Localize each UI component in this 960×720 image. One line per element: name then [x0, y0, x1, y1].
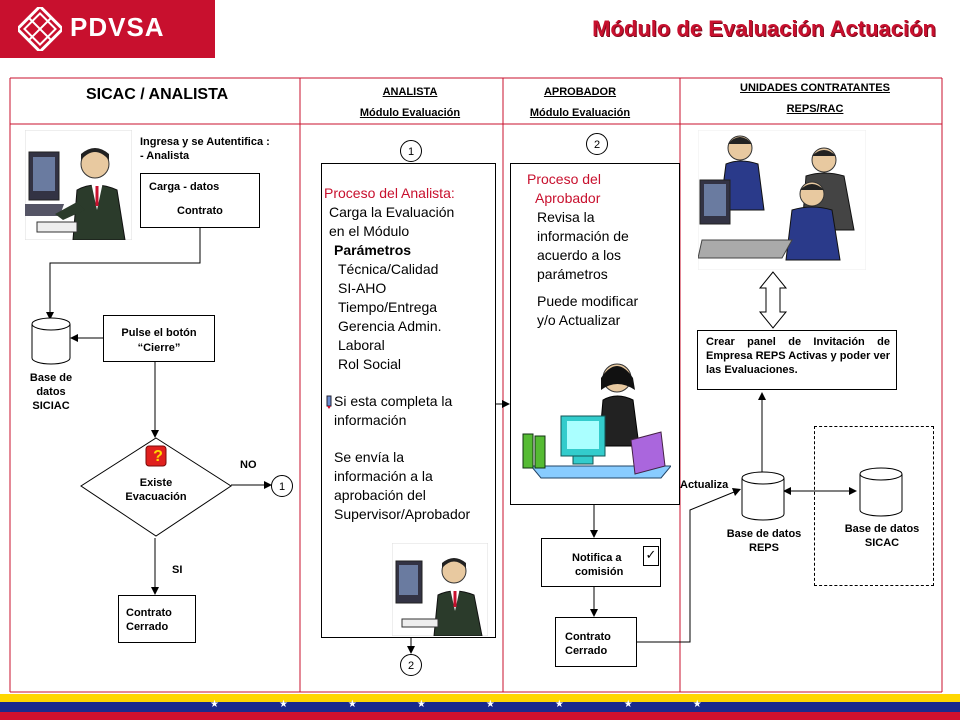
db-line: SICAC	[864, 537, 900, 549]
cerrado-line: Contrato	[565, 631, 611, 643]
db-siciac-label: Base de datos SICIAC	[20, 371, 82, 413]
flag-stars-icon: ★★★★★★★★	[210, 699, 762, 710]
no-label: NO	[240, 459, 257, 471]
aprobador-process-box: Proceso del Aprobador Revisa la informac…	[510, 163, 680, 505]
process-line: Si esta completa la	[334, 393, 453, 409]
lane-subtitle: Módulo Evaluación	[359, 107, 461, 119]
process-line: Tiempo/Entrega	[338, 299, 438, 315]
decision-label: Existe Evacuación	[108, 476, 204, 504]
pencil-icon	[326, 395, 332, 409]
question-icon: ?	[153, 448, 163, 465]
db-line: Base de	[29, 372, 73, 384]
panel-text: Crear panel de Invitación de Empresa REP…	[706, 336, 890, 376]
cerrado-line: Cerrado	[565, 645, 608, 657]
lane-header-aprobador: APROBADOR Módulo Evaluación	[510, 82, 650, 124]
sicac-db-group	[814, 426, 934, 586]
process-line: aprobación del	[334, 487, 426, 503]
process-line: Proceso del Analista:	[324, 185, 455, 201]
lane-header-unidades: UNIDADES CONTRATANTES REPS/RAC	[700, 78, 930, 120]
db-line: Base de datos	[726, 528, 802, 540]
page-title: Módulo de Evaluación Actuación	[592, 16, 936, 41]
database-reps-icon	[741, 471, 785, 521]
pulse-line: Pulse el botón	[121, 327, 197, 339]
actualiza-label: Actualiza	[680, 479, 729, 491]
flag-stripe-yellow	[0, 694, 960, 702]
contrato-cerrado-aprobador-box: Contrato Cerrado	[555, 617, 637, 667]
db-sicac-label: Base de datos SICAC	[830, 522, 934, 550]
notifica-line: Notifica a	[572, 552, 622, 564]
process-line: Laboral	[338, 337, 385, 353]
process-line: Revisa la	[537, 209, 595, 225]
db-line: datos	[36, 386, 66, 398]
database-sicac-icon	[859, 467, 903, 517]
lane-subtitle: REPS/RAC	[786, 103, 844, 115]
contrato-cerrado-box: Contrato Cerrado	[118, 595, 196, 643]
decision-diamond	[80, 437, 232, 537]
db-line: REPS	[749, 542, 779, 554]
process-line: Supervisor/Aprobador	[334, 506, 471, 522]
carga-datos-box: Carga - datos Contrato	[140, 173, 260, 228]
process-line: SI-AHO	[338, 280, 387, 296]
lane-title: APROBADOR	[543, 86, 617, 98]
db-reps-label: Base de datos REPS	[712, 527, 816, 555]
process-line: Se envía la	[334, 449, 405, 465]
process-line: Rol Social	[338, 356, 402, 372]
process-line: parámetros	[537, 266, 608, 282]
connector-1-top: 1	[400, 140, 422, 162]
process-line: en el Módulo	[329, 223, 410, 239]
lane-title: UNIDADES CONTRATANTES	[740, 82, 890, 94]
flag-stripe-blue: ★★★★★★★★	[0, 699, 960, 712]
login-line: - Analista	[140, 150, 190, 162]
carga-line: Carga - datos	[149, 181, 220, 193]
process-line: Técnica/Calidad	[338, 261, 439, 277]
process-line: información	[334, 412, 407, 428]
lane-header-analista: ANALISTA Módulo Evaluación	[340, 82, 480, 124]
decision-line: Existe	[139, 477, 173, 489]
approver-at-computer-icon	[522, 363, 671, 479]
analyst-at-computer-icon	[25, 130, 132, 240]
process-line: Aprobador	[535, 190, 601, 206]
connector-1-right: 1	[271, 475, 293, 497]
pulse-cierre-box: Pulse el botón “Cierre”	[103, 315, 215, 362]
header-bar: PDVSA Módulo de Evaluación Actuación	[0, 0, 960, 60]
connector-2-top: 2	[586, 133, 608, 155]
login-text: Ingresa y se Autentifica : - Analista	[140, 135, 300, 163]
process-line: acuerdo a los	[537, 247, 622, 263]
cerrado-line: Cerrado	[126, 621, 169, 633]
brand-name: PDVSA	[70, 12, 165, 42]
brand-panel: PDVSA	[0, 0, 215, 58]
carga-line: Contrato	[177, 205, 223, 217]
checkmark-icon: ✓	[643, 546, 659, 566]
process-line: y/o Actualizar	[537, 312, 621, 328]
notifica-comision-box: Notifica a comisión ✓	[541, 538, 661, 587]
pdvsa-logo-icon	[18, 7, 62, 51]
process-line: Proceso del	[527, 171, 601, 187]
notifica-line: comisión	[575, 566, 624, 578]
process-line: Carga la Evaluación	[329, 204, 455, 220]
cerrado-line: Contrato	[126, 607, 172, 619]
connector-2-bottom: 2	[400, 654, 422, 676]
process-line: información a la	[334, 468, 433, 484]
process-line: Parámetros	[334, 242, 412, 258]
db-line: SICIAC	[32, 400, 70, 412]
database-icon	[31, 317, 71, 365]
decision-line: Evacuación	[125, 491, 187, 503]
process-line: Puede modificar	[537, 293, 639, 309]
login-line: Ingresa y se Autentifica :	[140, 136, 270, 148]
aprobador-process-text: Proceso del Aprobador Revisa la informac…	[527, 170, 677, 330]
process-line: Gerencia Admin.	[338, 318, 442, 334]
analyst-at-computer-icon	[392, 543, 488, 636]
process-line: información de	[537, 228, 629, 244]
team-meeting-icon	[698, 130, 866, 270]
flag-stripe-red	[0, 712, 960, 720]
lane-title: ANALISTA	[382, 86, 438, 98]
crear-panel-box: Crear panel de Invitación de Empresa REP…	[697, 330, 897, 390]
pulse-line: “Cierre”	[137, 342, 181, 354]
db-line: Base de datos	[844, 523, 920, 535]
analista-process-text: Proceso del Analista: Carga la Evaluació…	[324, 184, 496, 524]
si-label: SI	[172, 564, 183, 576]
lane-header-sicac: SICAC / ANALISTA	[86, 86, 229, 103]
lane-subtitle: Módulo Evaluación	[529, 107, 631, 119]
